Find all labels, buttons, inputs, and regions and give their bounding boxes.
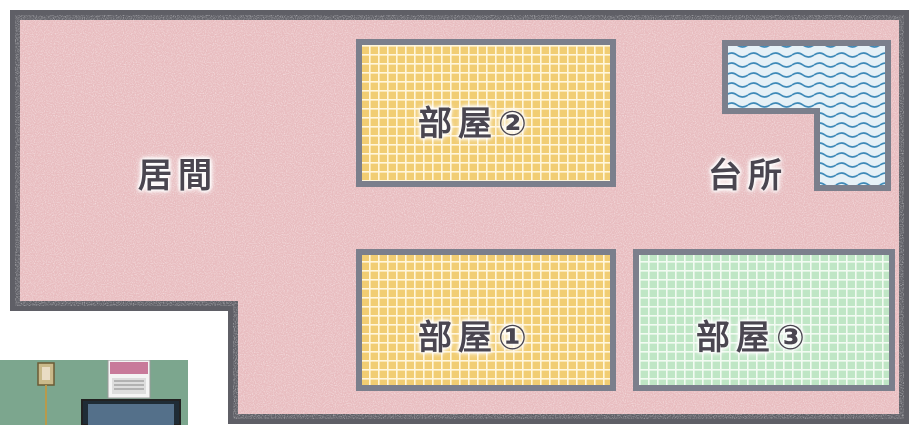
room2-label: 部屋②	[418, 104, 533, 144]
room1-label: 部屋①	[418, 318, 533, 358]
calendar-icon	[107, 360, 151, 399]
room1-area	[356, 249, 616, 391]
living-room-label: 居間	[138, 156, 218, 196]
room3-area	[633, 249, 895, 391]
room2-area	[356, 39, 616, 187]
kitchen-label: 台所	[708, 156, 788, 196]
inset-photo	[0, 360, 188, 425]
picture-frame-icon	[37, 362, 55, 425]
room3-label: 部屋③	[696, 318, 811, 358]
kitchen-sink-area	[722, 40, 891, 191]
